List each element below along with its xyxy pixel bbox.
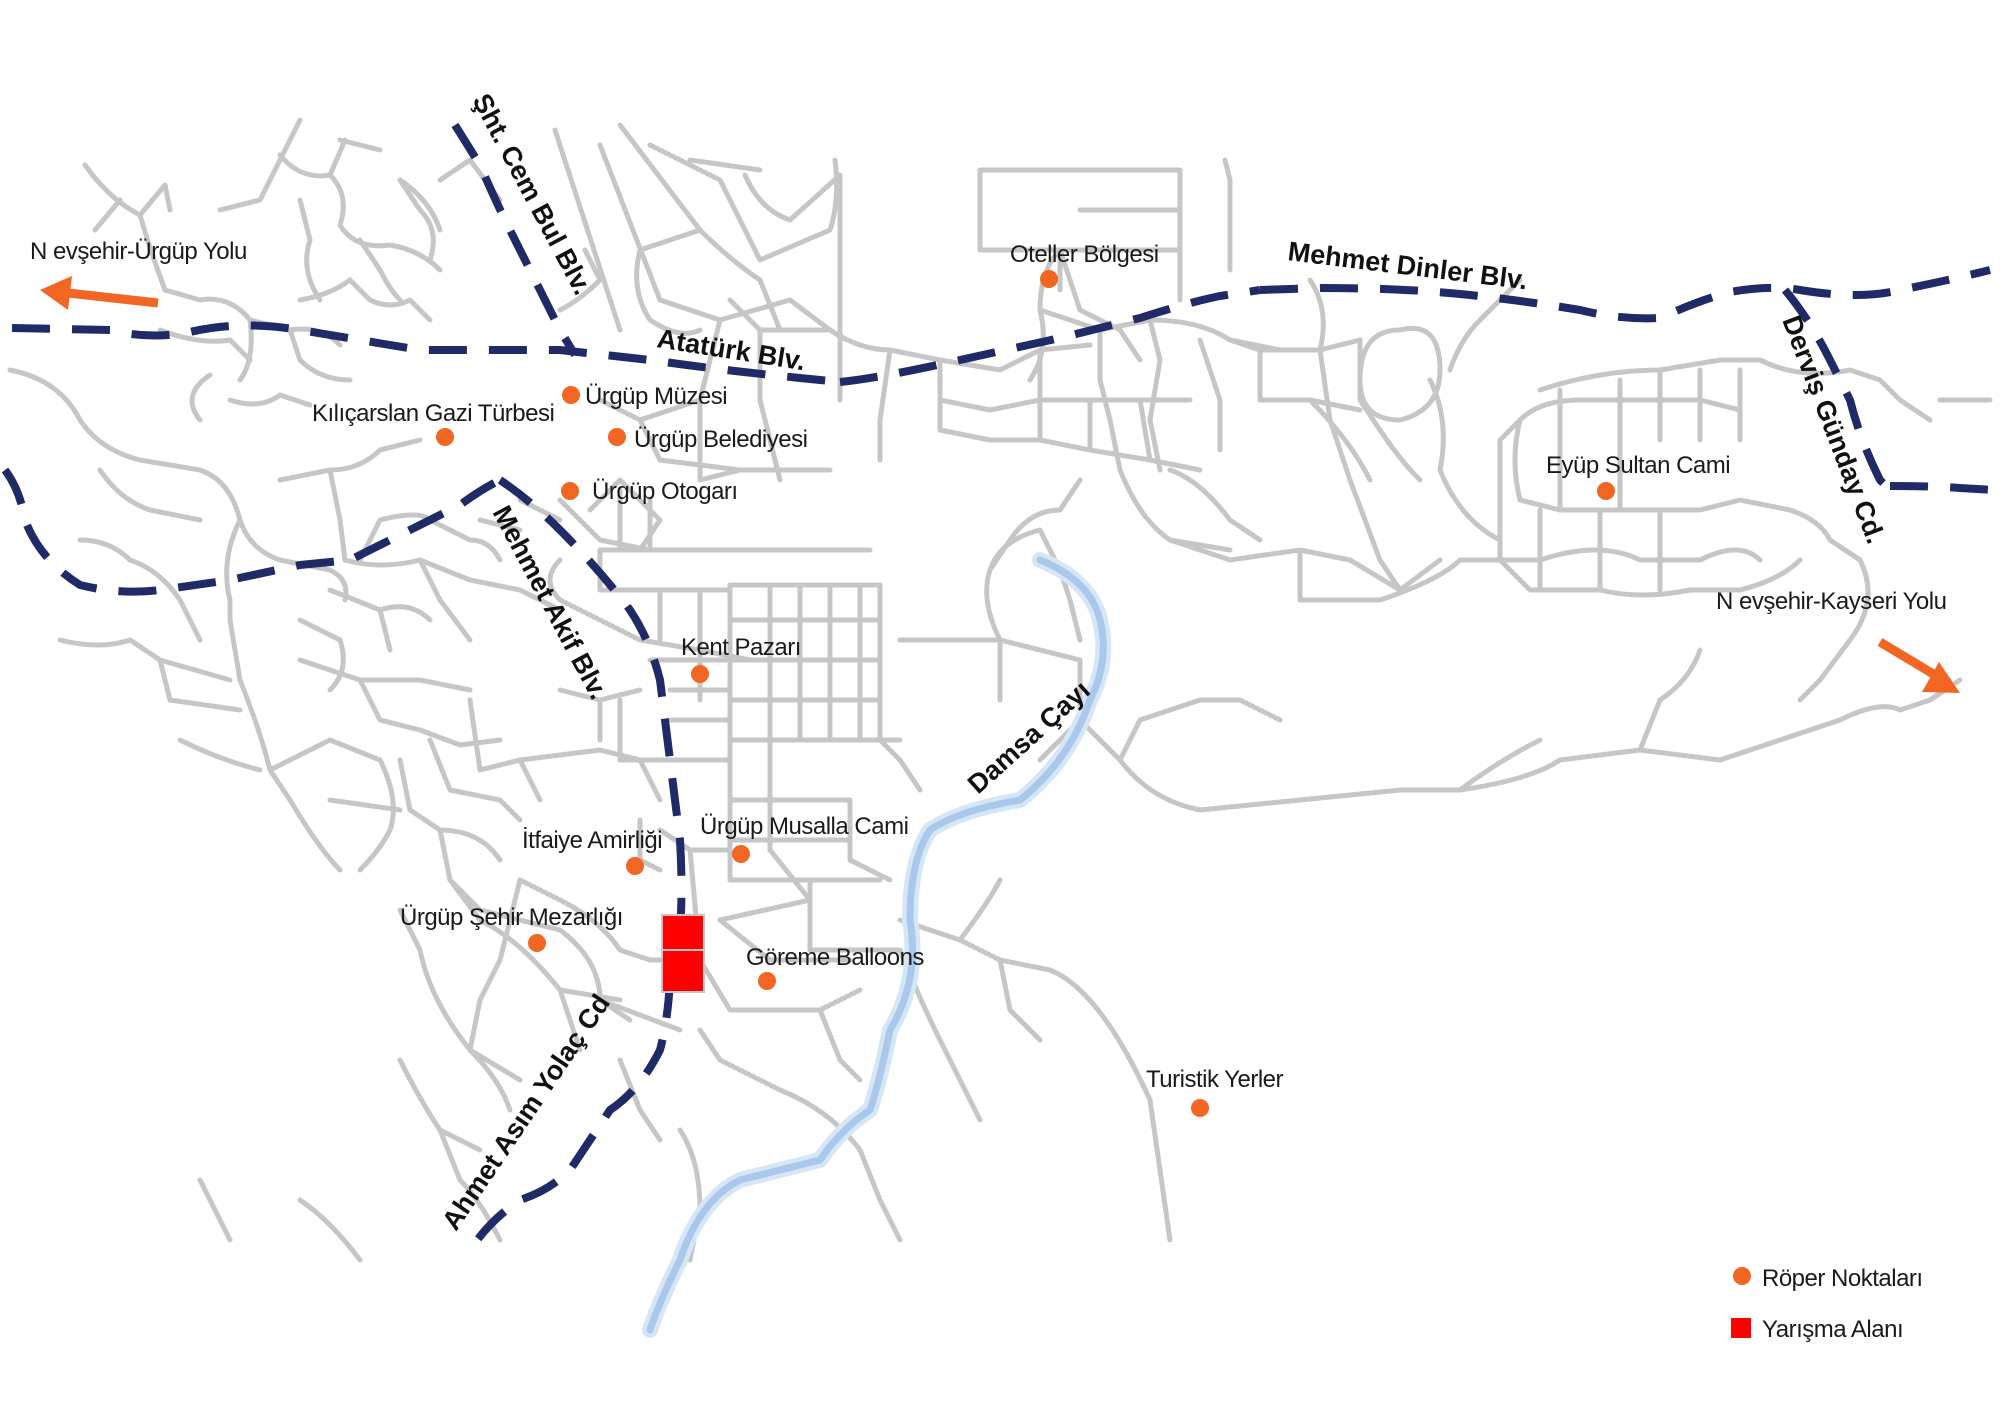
poi-markers [436,270,1615,1117]
ataturk-boulevard-line [839,286,1261,386]
poi-marker [758,972,776,990]
poi-marker [608,428,626,446]
poi-label-goreme-balloons: Göreme Balloons [746,944,924,971]
competition-area[interactable] [661,914,705,993]
legend-roper-label: Röper Noktaları [1762,1265,1923,1292]
poi-label-musalla: Ürgüp Musalla Cami [700,813,908,840]
west-loop-line [1,467,502,596]
poi-marker [561,482,579,500]
mehmet-akif-boulevard-line [497,476,686,981]
poi-label-eyup-sultan: Eyüp Sultan Cami [1546,452,1730,479]
poi-label-urgup-muzesi: Ürgüp Müzesi [585,383,727,410]
poi-label-urgup-otogari: Ürgüp Otogarı [592,478,738,505]
poi-label-kilicarslan: Kılıçarslan Gazi Türbesi [312,400,554,427]
poi-marker [562,386,580,404]
poi-label-kent-pazari: Kent Pazarı [681,634,801,661]
arrow-west [40,276,159,310]
poi-marker [436,428,454,446]
poi-label-turistik-yerler: Turistik Yerler [1146,1066,1284,1093]
poi-label-urgup-belediyesi: Ürgüp Belediyesi [634,426,807,453]
mehmet-akif-label: Mehmet Akif Blv. [487,501,614,705]
boulevards [1,122,1996,1253]
damsa-river [642,552,1112,1338]
ahmet-asim-yolac-street-line [466,979,674,1253]
arrow-east [1877,638,1960,693]
legend-yarisma-label: Yarışma Alanı [1762,1316,1903,1343]
poi-marker [691,665,709,683]
mehmet-dinler-boulevard-line [1259,266,1991,323]
east-extension-line [1889,482,1996,494]
poi-marker [1597,482,1615,500]
poi-marker [626,857,644,875]
poi-marker [1040,270,1058,288]
poi-label-sehir-mezarligi: Ürgüp Şehir Mezarlığı [400,904,623,931]
street-network [7,117,1993,1263]
poi-marker [528,934,546,952]
poi-marker [732,845,750,863]
dervis-gunday-street-line [1781,287,1893,493]
poi-marker [1191,1099,1209,1117]
poi-label-oteller-bolgesi: Oteller Bölgesi [1010,241,1159,268]
nevsehir-kayseri-label: N evşehir-Kayseri Yolu [1716,588,1946,615]
legend: Röper Noktaları Yarışma Alanı [1731,1265,1923,1343]
nevsehir-urgup-label: N evşehir-Ürgüp Yolu [30,238,247,265]
legend-yarisma-marker [1731,1318,1751,1338]
nevsehir-urgup-road-line [11,321,841,386]
legend-roper-marker [1733,1267,1751,1285]
poi-label-itfaiye: İtfaiye Amirliği [522,827,662,854]
sht-cem-bul-boulevard-line [451,122,579,358]
